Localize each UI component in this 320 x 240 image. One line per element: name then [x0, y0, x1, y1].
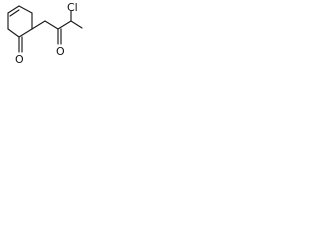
bond-ring-2 [18, 5, 33, 14]
bond-ring-4 [18, 28, 33, 38]
bond-ring-1-double [9, 9, 20, 17]
bond-side-6 [70, 20, 83, 29]
molecule-diagram: O O Cl [7, 1, 83, 66]
bond-side-3 [57, 20, 72, 30]
bond-ring-5 [7, 28, 20, 38]
ring [7, 5, 33, 38]
ring-oxygen-label: O [15, 53, 24, 66]
bond-side-1 [31, 20, 46, 30]
bond-side-2 [44, 20, 59, 30]
bond-ring-1 [7, 5, 20, 14]
chlorine-label: Cl [67, 1, 78, 14]
side-oxygen-label: O [56, 45, 65, 58]
side-chain: O Cl [31, 1, 83, 58]
ring-carbonyl: O [15, 36, 24, 66]
